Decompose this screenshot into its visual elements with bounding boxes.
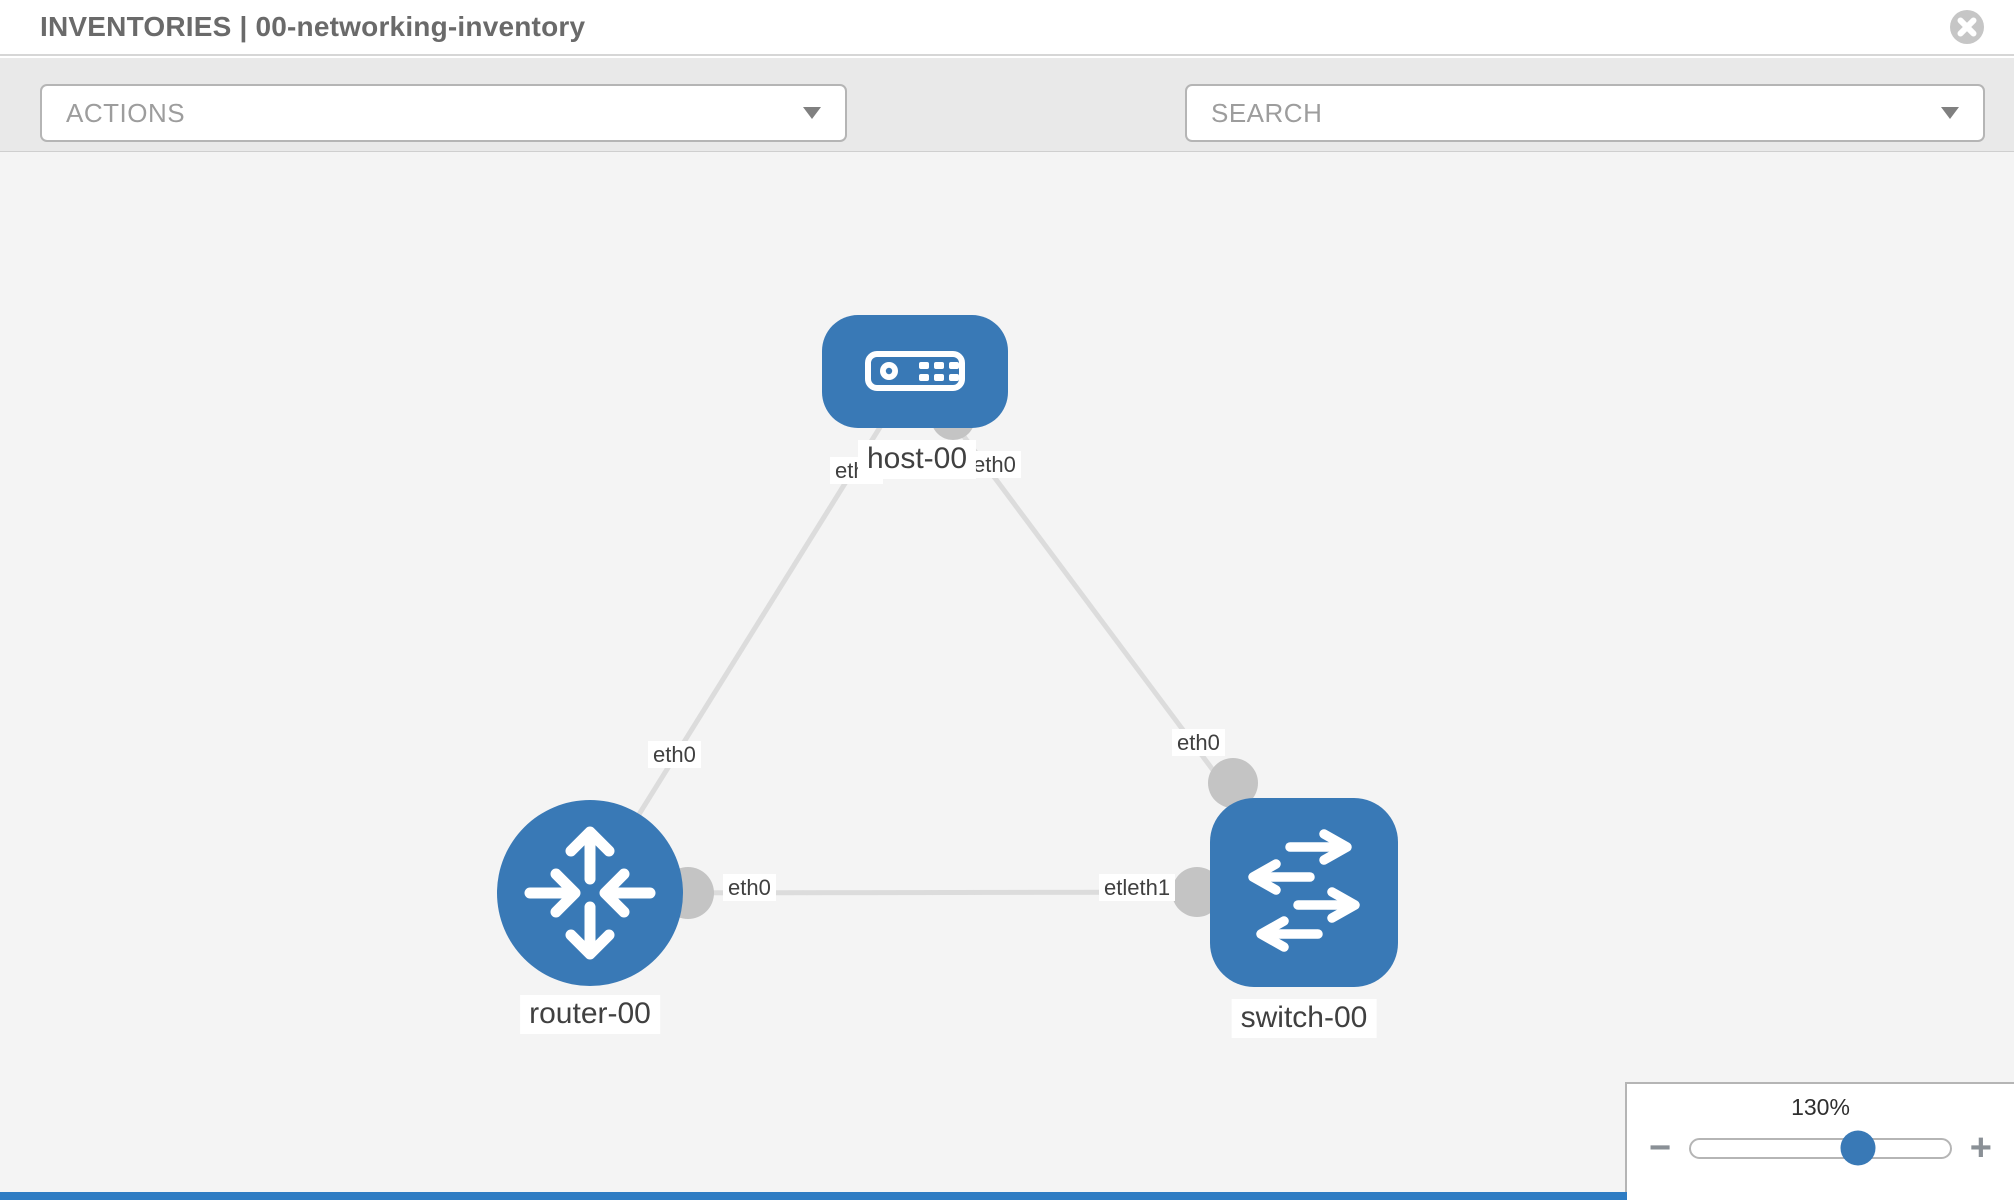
- actions-dropdown[interactable]: ACTIONS: [40, 84, 847, 142]
- header: INVENTORIES | 00-networking-inventory: [0, 0, 2014, 56]
- zoom-level-label: 130%: [1791, 1094, 1850, 1120]
- router-icon: [524, 826, 656, 960]
- topology-canvas[interactable]: eth0 eth0 eth0 eth0 eth0 etleth1 host-00…: [0, 152, 2014, 1200]
- search-dropdown[interactable]: SEARCH: [1185, 84, 1985, 142]
- interface-endpoint: [1172, 867, 1222, 917]
- node-label-host: host-00: [857, 440, 977, 479]
- node-label-router: router-00: [520, 995, 660, 1034]
- close-icon[interactable]: [1948, 8, 1986, 46]
- interface-label: etleth1: [1099, 874, 1176, 902]
- zoom-slider-thumb[interactable]: [1840, 1130, 1876, 1166]
- node-switch[interactable]: [1210, 798, 1398, 987]
- interface-endpoint: [1208, 758, 1258, 808]
- node-router[interactable]: [497, 800, 683, 986]
- interface-label: eth0: [648, 741, 701, 769]
- actions-dropdown-label: ACTIONS: [66, 97, 186, 128]
- bottom-accent-bar: [0, 1192, 1627, 1200]
- interface-label: eth0: [723, 874, 776, 902]
- page-title: INVENTORIES | 00-networking-inventory: [40, 11, 586, 42]
- interface-label: eth0: [1172, 729, 1225, 757]
- interface-label: eth0: [968, 451, 1021, 479]
- zoom-out-button[interactable]: −: [1649, 1127, 1672, 1169]
- search-dropdown-label: SEARCH: [1211, 97, 1323, 128]
- zoom-panel: 130% − +: [1625, 1082, 2014, 1200]
- switch-icon: [1248, 829, 1360, 952]
- zoom-in-button[interactable]: +: [1969, 1127, 1992, 1169]
- toolbar: ACTIONS SEARC: [0, 58, 2014, 187]
- caret-down-icon: [1941, 107, 1959, 119]
- node-host[interactable]: [822, 315, 1008, 428]
- caret-down-icon: [803, 107, 821, 119]
- node-label-switch: switch-00: [1231, 999, 1377, 1038]
- zoom-slider[interactable]: [1689, 1130, 1952, 1166]
- host-icon: [865, 351, 965, 391]
